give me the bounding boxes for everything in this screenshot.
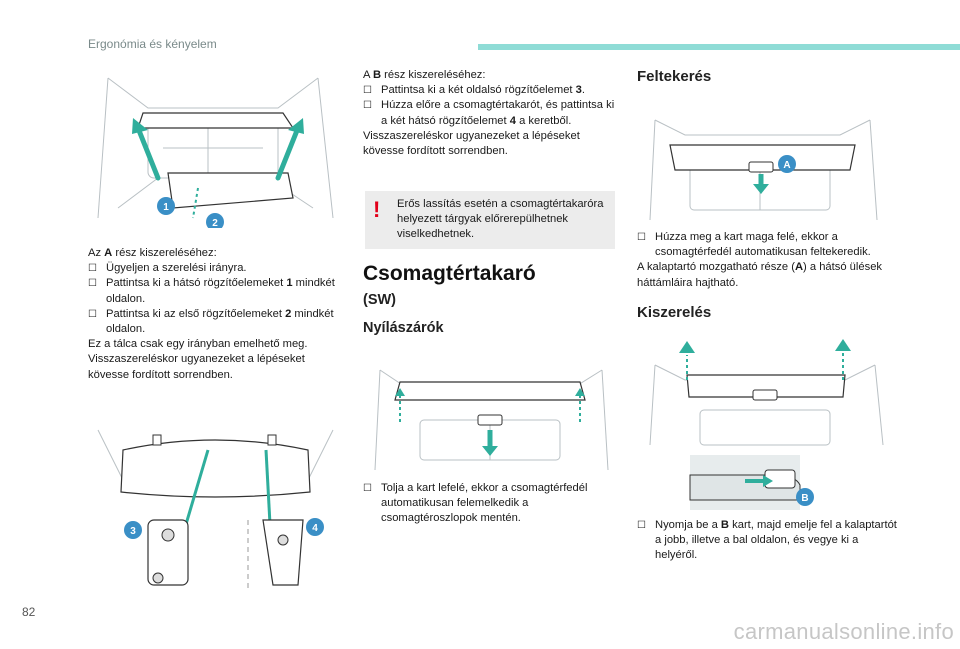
figure-removal: B <box>649 339 884 510</box>
checkbox-bullet-icon: ☐ <box>363 483 372 494</box>
warning-box: ! Erős lassítás esetén a csomagtértakaró… <box>365 191 615 249</box>
figure-cover-open <box>374 369 609 471</box>
checkbox-bullet-icon: ☐ <box>88 308 97 320</box>
col1-reinstall-note: Visszaszereléskor ugyanezeket a lépéseke… <box>88 353 305 381</box>
checkbox-bullet-icon: ☐ <box>363 100 372 112</box>
section-subtitle: (SW) <box>363 292 397 308</box>
col1-bullet-1: ☐Ügyeljen a szerelési irányra. <box>88 261 343 276</box>
figure-roll-up: A <box>649 119 878 221</box>
callout-b <box>796 488 814 506</box>
col1-bullet-3: ☐Pattintsa ki az első rögzítőelemeket 2 … <box>88 307 343 337</box>
col2-reinstall-note: Visszaszereléskor ugyanezeket a lépéseke… <box>363 129 580 158</box>
callout-3-label: 3 <box>130 526 136 537</box>
callout-1 <box>157 197 175 215</box>
col1-note: Ez a tálca csak egy irányban emelhető me… <box>88 338 308 351</box>
callout-2-label: 2 <box>212 218 218 228</box>
callout-2 <box>206 213 224 228</box>
callout-b-label: B <box>801 493 808 504</box>
col1-bullet-2: ☐Pattintsa ki a hátsó rögzítőelemeket 1 … <box>88 276 343 306</box>
warning-text: Erős lassítás esetén a csomagtértakaróra… <box>397 198 604 241</box>
warning-exclamation-icon: ! <box>373 197 381 222</box>
page-number: 82 <box>22 605 36 619</box>
callout-4 <box>306 518 324 536</box>
callout-a-label: A <box>783 160 790 171</box>
callout-a <box>778 155 796 173</box>
checkbox-bullet-icon: ☐ <box>637 520 646 531</box>
callout-1-label: 1 <box>163 202 169 213</box>
checkbox-bullet-icon: ☐ <box>637 232 646 243</box>
checkbox-bullet-icon: ☐ <box>88 263 97 275</box>
col3-removal-text: ☐Nyomja be a B kart, majd emelje fel a k… <box>637 518 897 564</box>
col2-bullet-2: ☐Húzza előre a csomagtértakarót, és patt… <box>363 98 618 128</box>
header-accent-bar <box>478 44 960 50</box>
callout-4-label: 4 <box>312 523 318 534</box>
checkbox-bullet-icon: ☐ <box>363 85 372 97</box>
col1-text: Az A rész kiszereléséhez: ☐Ügyeljen a sz… <box>88 246 343 383</box>
heading-openings: Nyílászárók <box>363 320 444 336</box>
callout-3 <box>124 521 142 539</box>
heading-removal: Kiszerelés <box>637 304 712 321</box>
col2-open-instruction: ☐Tolja a kart lefelé, ekkor a csomagtérf… <box>363 481 618 527</box>
checkbox-bullet-icon: ☐ <box>88 278 97 290</box>
col3-rollup-text: ☐Húzza meg a kart maga felé, ekkor a cso… <box>637 231 883 289</box>
figure-shelf-fixings: 3 4 <box>97 429 334 590</box>
section-header: Ergonómia és kényelem <box>88 37 217 51</box>
figure-trunk-shelf: 1 2 <box>97 77 334 228</box>
watermark: carmanualsonline.info <box>733 619 954 644</box>
section-title: Csomagtértakaró <box>363 262 536 285</box>
col2-text: A B rész kiszereléséhez: ☐Pattintsa ki a… <box>363 68 618 159</box>
heading-roll-up: Feltekerés <box>637 68 712 85</box>
col2-bullet-1: ☐Pattintsa ki a két oldalsó rögzítőeleme… <box>363 83 618 98</box>
